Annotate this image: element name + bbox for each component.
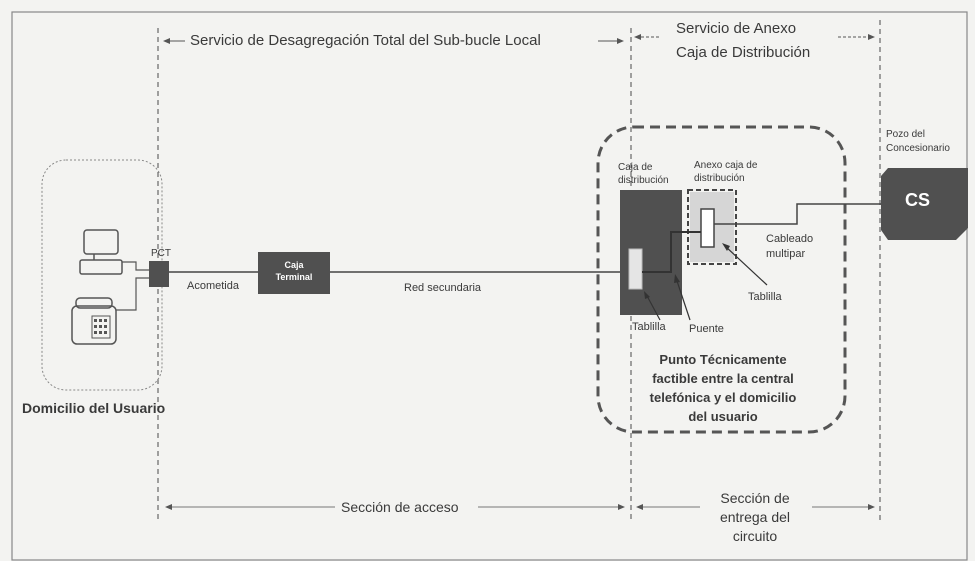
phone-wire <box>116 277 150 311</box>
seccion-entrega-line-1: Sección de <box>720 490 790 506</box>
terminal-box <box>258 252 330 294</box>
annex-outer-dashed <box>687 189 737 265</box>
top-right-service-line1: Servicio de Anexo <box>676 20 797 37</box>
red-secundaria-label: Red secundaria <box>404 282 482 294</box>
computer-wire <box>122 261 150 271</box>
dist-box-label-1: Caja de <box>618 162 653 173</box>
tablilla-right-pointer <box>724 245 768 286</box>
punto-line-4: del usuario <box>688 409 758 424</box>
top-right-service-line2: Caja de Distribución <box>676 44 811 61</box>
punto-line-3: telefónica y el domicilio <box>649 390 797 405</box>
pct-box <box>149 261 169 287</box>
annex-box-label-1: Anexo caja de <box>694 160 758 171</box>
puente-label: Puente <box>689 323 724 335</box>
cableado-label-1: Cableado <box>766 233 814 245</box>
dist-box-label-2: distribución <box>618 175 669 186</box>
terminal-box-line2: Terminal <box>275 272 313 282</box>
seccion-entrega-line-3: circuito <box>732 528 778 544</box>
tablilla-left-pointer <box>645 293 661 321</box>
user-home-box <box>41 159 163 391</box>
cableado-wire <box>714 203 881 225</box>
terminal-box-line1: Caja <box>284 260 304 270</box>
acometida-label: Acometida <box>187 280 239 292</box>
punto-line-2: factible entre la central <box>652 371 794 386</box>
tablilla-right-strip <box>700 208 715 248</box>
seccion-entrega-line-2: entrega del <box>719 509 791 525</box>
seccion-acceso-label: Sección de acceso <box>341 499 459 515</box>
cs-label: CS <box>905 190 931 210</box>
pct-label: PCT <box>151 248 171 259</box>
outer-frame <box>11 11 968 561</box>
pozo-label-1: Pozo del <box>886 129 925 140</box>
annex-box-label-2: distribución <box>694 173 745 184</box>
pozo-label-2: Concesionario <box>886 143 950 154</box>
user-home-label: Domicilio del Usuario <box>22 400 166 416</box>
puente-pointer <box>675 277 691 321</box>
technical-point-box <box>596 125 847 434</box>
cs-box <box>881 168 968 240</box>
phone-icon <box>71 297 117 345</box>
puente-wire <box>642 231 701 273</box>
seccion-entrega-label: Sección de entrega del circuito <box>700 489 810 546</box>
punto-line-1: Punto Técnicamente <box>659 352 787 367</box>
computer-icon <box>79 229 123 275</box>
tablilla-left-label: Tablilla <box>632 321 666 333</box>
tablilla-left-strip <box>628 248 643 290</box>
top-left-service-label: Servicio de Desagregación Total del Sub-… <box>190 32 541 49</box>
cableado-label-2: multipar <box>766 248 806 260</box>
punto-tecnico-label: Punto Técnicamente factible entre la cen… <box>631 350 815 426</box>
tablilla-right-label: Tablilla <box>748 291 782 303</box>
